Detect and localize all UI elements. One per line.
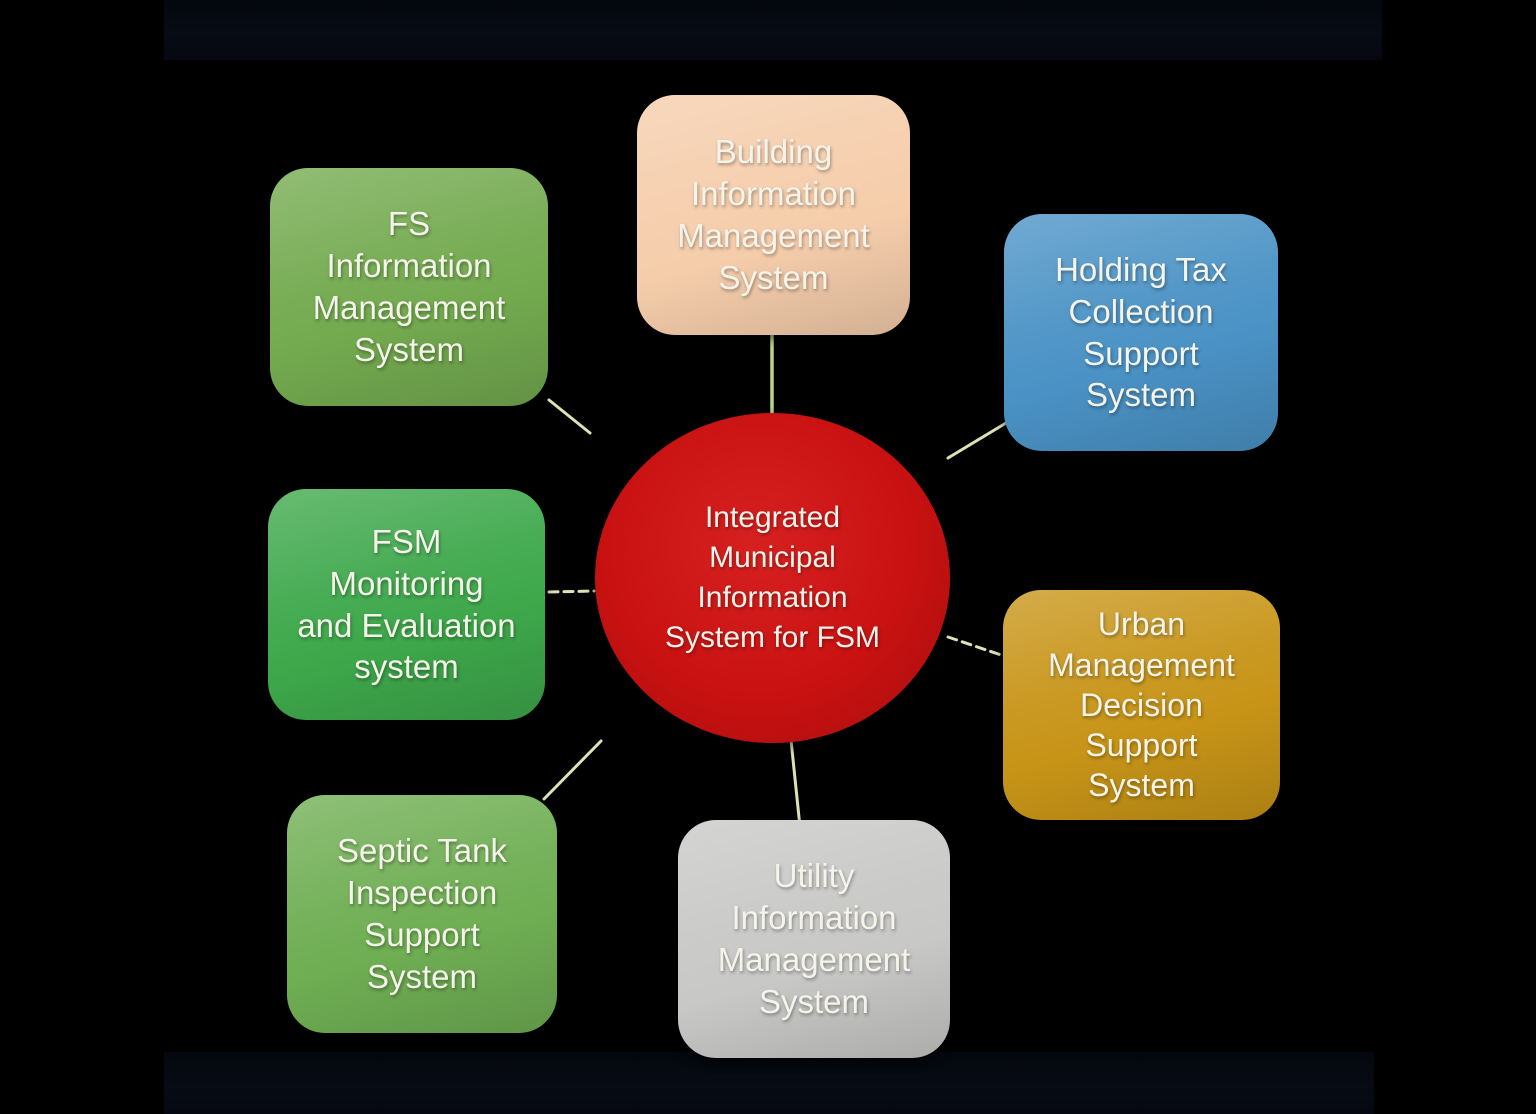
node-utility-information-management-system: Utility Information Management System	[678, 820, 950, 1058]
connector-septic-to-center	[542, 739, 603, 801]
node-urban-management-decision-support-system: Urban Management Decision Support System	[1003, 590, 1280, 820]
connector-fsm-to-center	[547, 589, 596, 594]
connector-urban-to-center	[946, 635, 1006, 658]
node-label: Holding Tax Collection Support System	[1055, 250, 1227, 414]
connector-utility-to-center	[789, 738, 802, 829]
connector-holding-to-center	[946, 421, 1008, 460]
node-label: Building Information Management System	[677, 133, 870, 296]
node-fs-information-management-system: FS Information Management System	[270, 168, 548, 406]
node-label: Utility Information Management System	[717, 857, 911, 1020]
center-node-integrated-municipal-information-system: Integrated Municipal Information System …	[595, 413, 950, 743]
node-building-information-management-system: Building Information Management System	[637, 95, 910, 335]
letterbox-top-strip	[164, 0, 1382, 60]
node-holding-tax-collection-support-system: Holding Tax Collection Support System	[1004, 214, 1278, 451]
connector-fs-to-center	[547, 398, 592, 435]
node-label: Urban Management Decision Support System	[1048, 606, 1235, 804]
node-label: Septic Tank Inspection Support System	[337, 832, 507, 995]
node-label: FS Information Management System	[312, 205, 506, 368]
letterbox-bottom-strip	[164, 1052, 1374, 1114]
node-label: FSM Monitoring and Evaluation system	[297, 522, 516, 686]
node-fsm-monitoring-and-evaluation-system: FSM Monitoring and Evaluation system	[268, 489, 545, 720]
center-node-label: Integrated Municipal Information System …	[664, 501, 881, 654]
node-septic-tank-inspection-support-system: Septic Tank Inspection Support System	[287, 795, 557, 1033]
